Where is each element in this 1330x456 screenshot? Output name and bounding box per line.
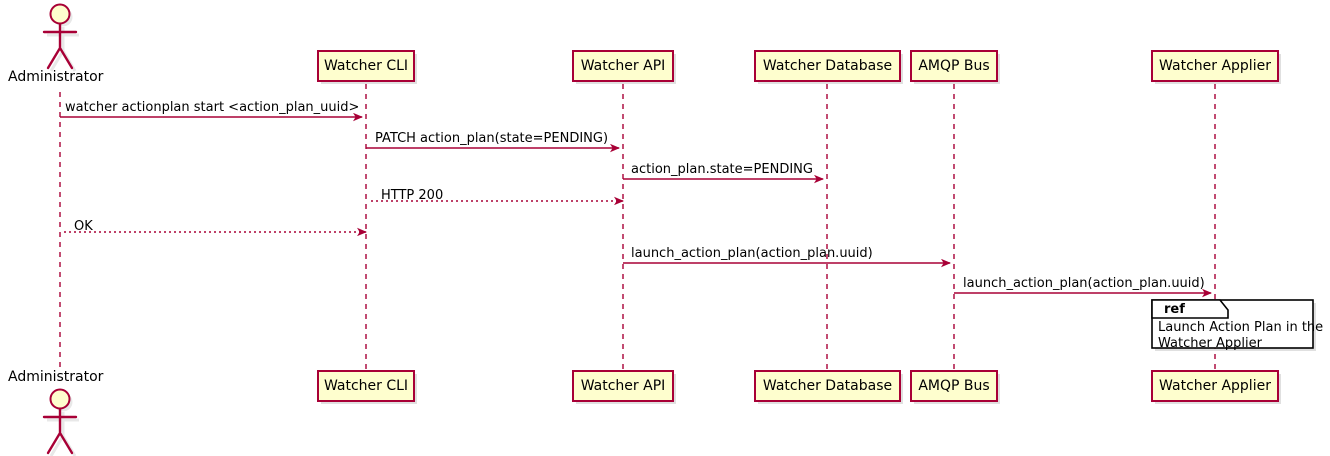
participant-label-watcher-cli-top: Watcher CLI xyxy=(323,58,409,74)
message-label-1: watcher actionplan start <action_plan_uu… xyxy=(65,100,360,115)
message-label-6: launch_action_plan(action_plan.uuid) xyxy=(631,246,873,261)
participant-box-watcher-database-bottom[interactable] xyxy=(754,370,903,404)
message-label-2: PATCH action_plan(state=PENDING) xyxy=(375,131,609,146)
message-arrows xyxy=(60,112,1212,298)
participant-box-amqp-bus-bottom[interactable] xyxy=(910,370,1000,404)
message-label-4: HTTP 200 xyxy=(381,188,444,203)
ref-fragment-body xyxy=(1151,299,1314,349)
actor-label-administrator-top: Administrator xyxy=(8,69,104,85)
actor-head xyxy=(49,3,71,25)
message-label-3: action_plan.state=PENDING xyxy=(631,162,813,177)
actor-administrator-top[interactable] xyxy=(42,3,79,72)
actor-body xyxy=(42,22,78,70)
ref-fragment-line-1: Launch Action Plan in the xyxy=(1158,320,1324,335)
participant-label-watcher-applier-bottom: Watcher Applier xyxy=(1159,378,1271,394)
actor-label-administrator-bottom: Administrator xyxy=(8,369,104,385)
participant-label-watcher-cli-bottom: Watcher CLI xyxy=(323,378,409,394)
participant-box-watcher-cli-top[interactable] xyxy=(317,50,417,84)
participant-box-watcher-cli-bottom[interactable] xyxy=(317,370,417,404)
actor-head xyxy=(49,388,71,410)
ref-fragment[interactable] xyxy=(1151,299,1316,351)
ref-fragment-line-2: Watcher Applier xyxy=(1158,336,1262,351)
participant-box-amqp-bus-top[interactable] xyxy=(910,50,1000,84)
participant-box-watcher-database-top[interactable] xyxy=(754,50,903,84)
message-label-7: launch_action_plan(action_plan.uuid) xyxy=(963,276,1205,291)
participant-label-amqp-bus-top: AMQP Bus xyxy=(918,58,990,74)
lifelines xyxy=(59,84,1216,371)
participant-box-watcher-api-top[interactable] xyxy=(572,50,676,84)
participant-box-watcher-applier-top[interactable] xyxy=(1151,50,1281,84)
actor-administrator-bottom[interactable] xyxy=(42,388,79,456)
participant-label-watcher-database-bottom: Watcher Database xyxy=(762,378,893,394)
actor-body xyxy=(42,407,78,455)
participant-label-watcher-applier-top: Watcher Applier xyxy=(1159,58,1271,74)
participant-label-watcher-api-top: Watcher API xyxy=(580,58,666,74)
participant-label-watcher-api-bottom: Watcher API xyxy=(580,378,666,394)
participant-label-watcher-database-top: Watcher Database xyxy=(762,58,893,74)
ref-fragment-keyword: ref xyxy=(1164,302,1185,317)
participant-box-watcher-applier-bottom[interactable] xyxy=(1151,370,1281,404)
ref-fragment-tab xyxy=(1151,299,1229,319)
participant-label-amqp-bus-bottom: AMQP Bus xyxy=(918,378,990,394)
message-label-5: OK xyxy=(74,219,93,234)
participant-box-watcher-api-bottom[interactable] xyxy=(572,370,676,404)
